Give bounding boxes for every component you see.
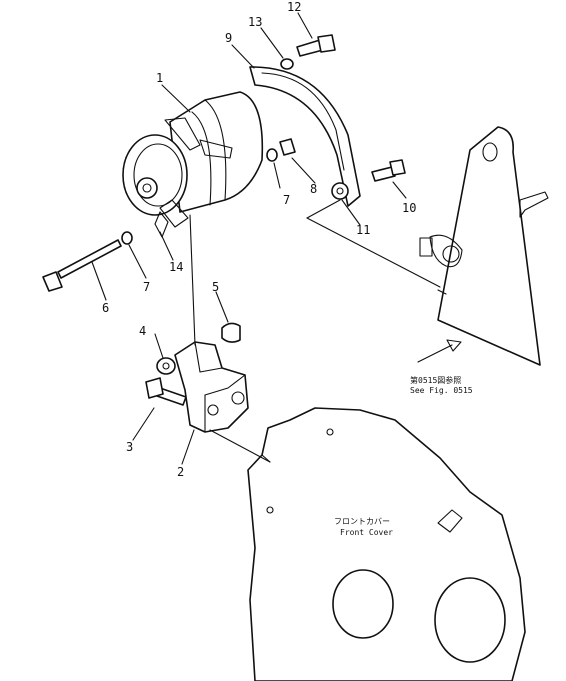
support-bracket: [174, 341, 249, 433]
callout-7-lower: 7: [143, 280, 150, 294]
callout-4: 4: [139, 324, 146, 338]
washer-13: [280, 58, 294, 70]
nut-8: [279, 138, 296, 156]
bolt-12: [296, 34, 336, 57]
callout-3: 3: [126, 440, 133, 454]
callout-12: 12: [287, 0, 301, 14]
bolt-3: [145, 377, 187, 406]
bracket-note-jp: 第0515図参照: [410, 375, 461, 385]
bolt-6: [42, 239, 122, 292]
bolt-10: [371, 159, 406, 182]
guide-lines: [91, 12, 462, 465]
callout-14: 14: [169, 260, 183, 274]
bracket-note-en: See Fig. 0515: [410, 386, 473, 395]
callout-7-upper: 7: [283, 193, 290, 207]
adjusting-bar: [249, 66, 361, 207]
engine-bracket-plate: [419, 126, 549, 366]
washer-7-lower: [121, 231, 133, 245]
callout-10: 10: [402, 201, 416, 215]
front-cover-label-jp: フロントカバー: [334, 517, 390, 526]
washer-7-upper: [266, 148, 278, 162]
callout-6: 6: [102, 301, 109, 315]
callout-labels: 1 2 3 4 5 6 7 7 8 9 10 11 12 13 14: [102, 0, 416, 479]
nut-4: [156, 357, 176, 375]
callout-9: 9: [225, 31, 232, 45]
front-cover-label-en: Front Cover: [340, 528, 393, 537]
bracket-note: 第0515図参照 See Fig. 0515: [410, 375, 473, 395]
alternator: [122, 91, 264, 238]
callout-2: 2: [177, 465, 184, 479]
spacer-5: [221, 322, 241, 343]
front-cover: [247, 407, 526, 681]
callout-1: 1: [156, 71, 163, 85]
callout-5: 5: [212, 280, 219, 294]
washer-11: [331, 182, 349, 200]
callout-13: 13: [248, 15, 262, 29]
callout-8: 8: [310, 182, 317, 196]
callout-11: 11: [356, 223, 370, 237]
front-cover-label: フロントカバー Front Cover: [334, 517, 393, 537]
